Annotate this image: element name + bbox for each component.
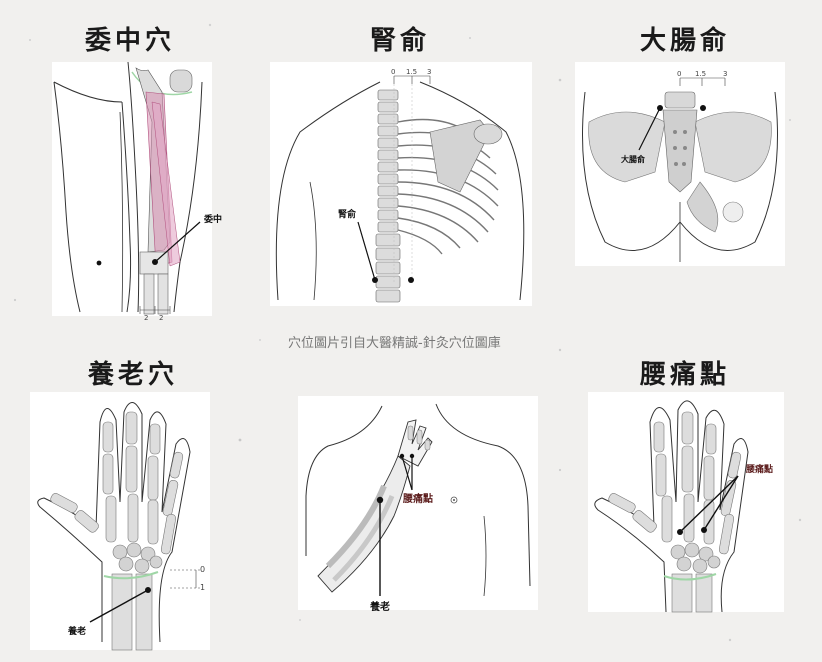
diagram-yanglao (37, 402, 200, 651)
scale-dachangshu-2: 3 (723, 70, 727, 78)
scale-dachangshu-1: 1.5 (695, 70, 706, 78)
label-yanglao-body: 養老 (369, 600, 390, 613)
label-weizhong: 委中 (203, 213, 222, 225)
image-source-caption: 穴位圖片引自大醫精誠-針灸穴位圖庫 (288, 336, 501, 351)
labels-yaotongdian: 腰痛點 (745, 463, 773, 475)
diagram-weizhong (53, 61, 203, 315)
title-yaotongdian: 腰痛點 (639, 360, 730, 390)
spine (375, 89, 401, 303)
title-dachangshu: 大腸俞 (639, 26, 730, 56)
label-yaotongdian-hand: 腰痛點 (745, 463, 773, 475)
label-yanglao-hand: 養老 (67, 625, 86, 637)
title-weizhong: 委中穴 (84, 26, 175, 56)
diagram-arm-body (305, 403, 531, 597)
scale-shenshu-1: 1.5 (406, 68, 417, 76)
diagram-shenshu (275, 75, 525, 303)
label-shenshu: 腎俞 (338, 208, 357, 220)
title-yanglao: 養老穴 (87, 360, 178, 390)
dachangshu-point-right (700, 105, 706, 111)
labels-dachangshu: 大腸俞 0 1.5 3 (621, 70, 727, 164)
scale-dachangshu-0: 0 (677, 70, 681, 78)
labels-yanglao: 養老 0 1 (67, 565, 205, 637)
scale-shenshu-0: 0 (391, 68, 395, 76)
panel-shenshu (270, 62, 532, 306)
label-yaotongdian-body: 腰痛點 (402, 492, 433, 505)
scale-yanglao-0: 0 (200, 565, 205, 574)
label-dachangshu: 大腸俞 (621, 154, 646, 164)
scale-shenshu-2: 3 (427, 68, 431, 76)
shenshu-point-right (408, 277, 414, 283)
diagram-dachangshu (582, 77, 778, 262)
scale-weizhong-left: 2 (144, 314, 148, 322)
labels-shenshu: 腎俞 0 1.5 3 (338, 68, 431, 220)
labels-arm-body: 腰痛點 養老 (369, 492, 433, 613)
title-shenshu: 腎俞 (369, 26, 430, 56)
diagram-yaotongdian (594, 400, 749, 613)
labels-weizhong: 委中 2 2 (144, 213, 222, 322)
scale-weizhong-right: 2 (159, 314, 163, 322)
scale-yanglao-1: 1 (200, 583, 205, 592)
panel-weizhong (52, 62, 212, 316)
